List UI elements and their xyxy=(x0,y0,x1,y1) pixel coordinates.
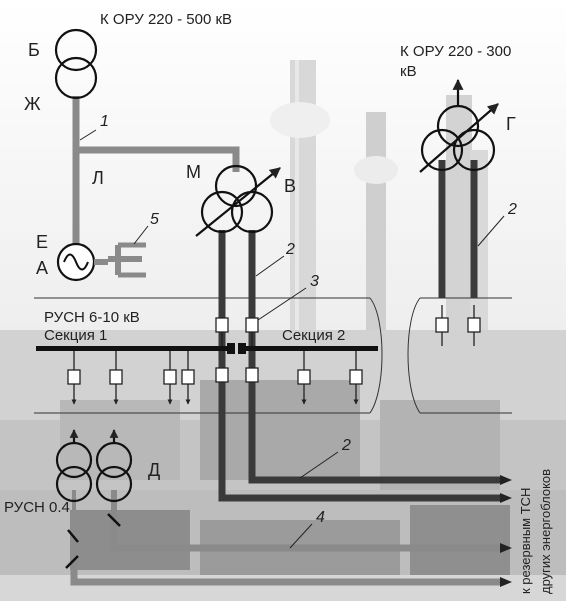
label-num-2b: 2 xyxy=(507,201,517,218)
switchgear-panels xyxy=(34,297,512,414)
label-ZH: Ж xyxy=(24,94,41,114)
label-reserve-tsn: к резервным ТСН xyxy=(518,488,533,594)
label-num-4: 4 xyxy=(316,509,325,526)
label-D: Д xyxy=(148,460,160,480)
label-num-1: 1 xyxy=(100,113,109,130)
busbar-6-10kV xyxy=(36,343,378,354)
label-rusn-6-10: РУСН 6-10 кВ xyxy=(44,309,140,326)
label-B: Б xyxy=(28,40,40,60)
label-G: Г xyxy=(506,114,516,134)
label-oru-220-500: К ОРУ 220 - 500 кВ xyxy=(100,11,232,28)
label-num-5: 5 xyxy=(150,211,159,228)
conductors xyxy=(70,96,500,586)
feeder-stubs xyxy=(71,305,475,405)
transformer-G xyxy=(419,78,499,173)
label-section-1: Секция 1 xyxy=(44,327,107,344)
output-arrows xyxy=(500,475,512,587)
label-num-3: 3 xyxy=(310,273,319,290)
transformer-D-left xyxy=(55,429,93,503)
label-other-units: других энергоблоков xyxy=(538,469,553,594)
label-oru-kv: кВ xyxy=(400,63,417,80)
transformer-D-right xyxy=(95,429,133,503)
label-num-2c: 2 xyxy=(341,437,351,454)
label-num-2a: 2 xyxy=(285,241,295,258)
lv-switches xyxy=(65,513,121,569)
label-oru-220-300: К ОРУ 220 - 300 xyxy=(400,43,511,60)
label-A: А xyxy=(36,258,48,278)
label-L: Л xyxy=(92,168,104,188)
labels: К ОРУ 220 - 500 кВ К ОРУ 220 - 300 кВ Б … xyxy=(4,11,553,594)
breakers xyxy=(67,317,481,385)
transformer-B xyxy=(54,28,98,100)
generator-A xyxy=(56,242,108,282)
label-V: В xyxy=(284,176,296,196)
label-section-2: Секция 2 xyxy=(282,327,345,344)
label-rusn-0-4: РУСН 0.4 xyxy=(4,499,70,516)
leader-lines xyxy=(79,129,505,549)
transformer-M-V xyxy=(195,164,281,237)
label-E: Е xyxy=(36,232,48,252)
label-M: М xyxy=(186,162,201,182)
